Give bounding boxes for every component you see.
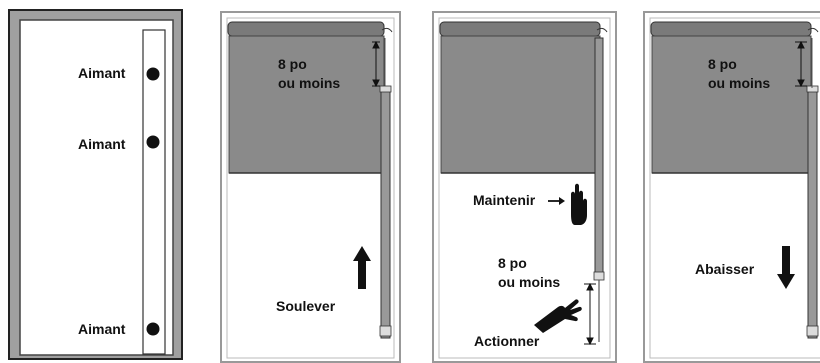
panel-raise: 8 po ou moins Soulever (220, 0, 405, 363)
shade-fabric (440, 35, 601, 174)
distance-label: 8 po (498, 255, 527, 271)
magnet-label: Aimant (78, 65, 126, 81)
arrow-down-icon (777, 246, 795, 289)
dimension-arrow-icon (795, 40, 807, 88)
panel-hold-operate: Maintenir 8 po ou moins Actionner (432, 0, 620, 363)
hand-pull-icon (534, 299, 582, 333)
magnet-label: Aimant (78, 321, 126, 337)
raise-label: Soulever (276, 298, 336, 314)
operate-label: Actionner (474, 333, 540, 349)
distance-label: 8 po (278, 56, 307, 72)
shade-fabric (651, 35, 812, 174)
panel-magnets: Aimant Aimant Aimant (0, 0, 195, 363)
lower-label: Abaisser (695, 261, 755, 277)
hand-stop-icon (571, 183, 587, 225)
shade-fabric (228, 35, 385, 174)
dimension-arrow-icon (372, 40, 380, 88)
magnet-dot-icon (146, 322, 160, 336)
headrail (227, 21, 385, 37)
arrow-up-icon (353, 246, 371, 289)
distance-label: ou moins (498, 274, 561, 290)
door-frame-drawing (8, 9, 183, 360)
headrail (439, 21, 601, 37)
magnet-label: Aimant (78, 136, 126, 152)
magnet-dot-icon (146, 135, 160, 149)
shade-raise-drawing (220, 11, 401, 363)
headrail (650, 21, 812, 37)
shade-hold-drawing (432, 11, 617, 363)
distance-label: ou moins (708, 75, 771, 91)
shade-lower-drawing (643, 11, 820, 363)
dimension-arrow-icon (584, 282, 596, 346)
magnet-dot-icon (146, 67, 160, 81)
distance-label: ou moins (278, 75, 341, 91)
panel-lower: 8 po ou moins Abaisser (643, 0, 820, 363)
distance-label: 8 po (708, 56, 737, 72)
hold-label: Maintenir (473, 192, 536, 208)
